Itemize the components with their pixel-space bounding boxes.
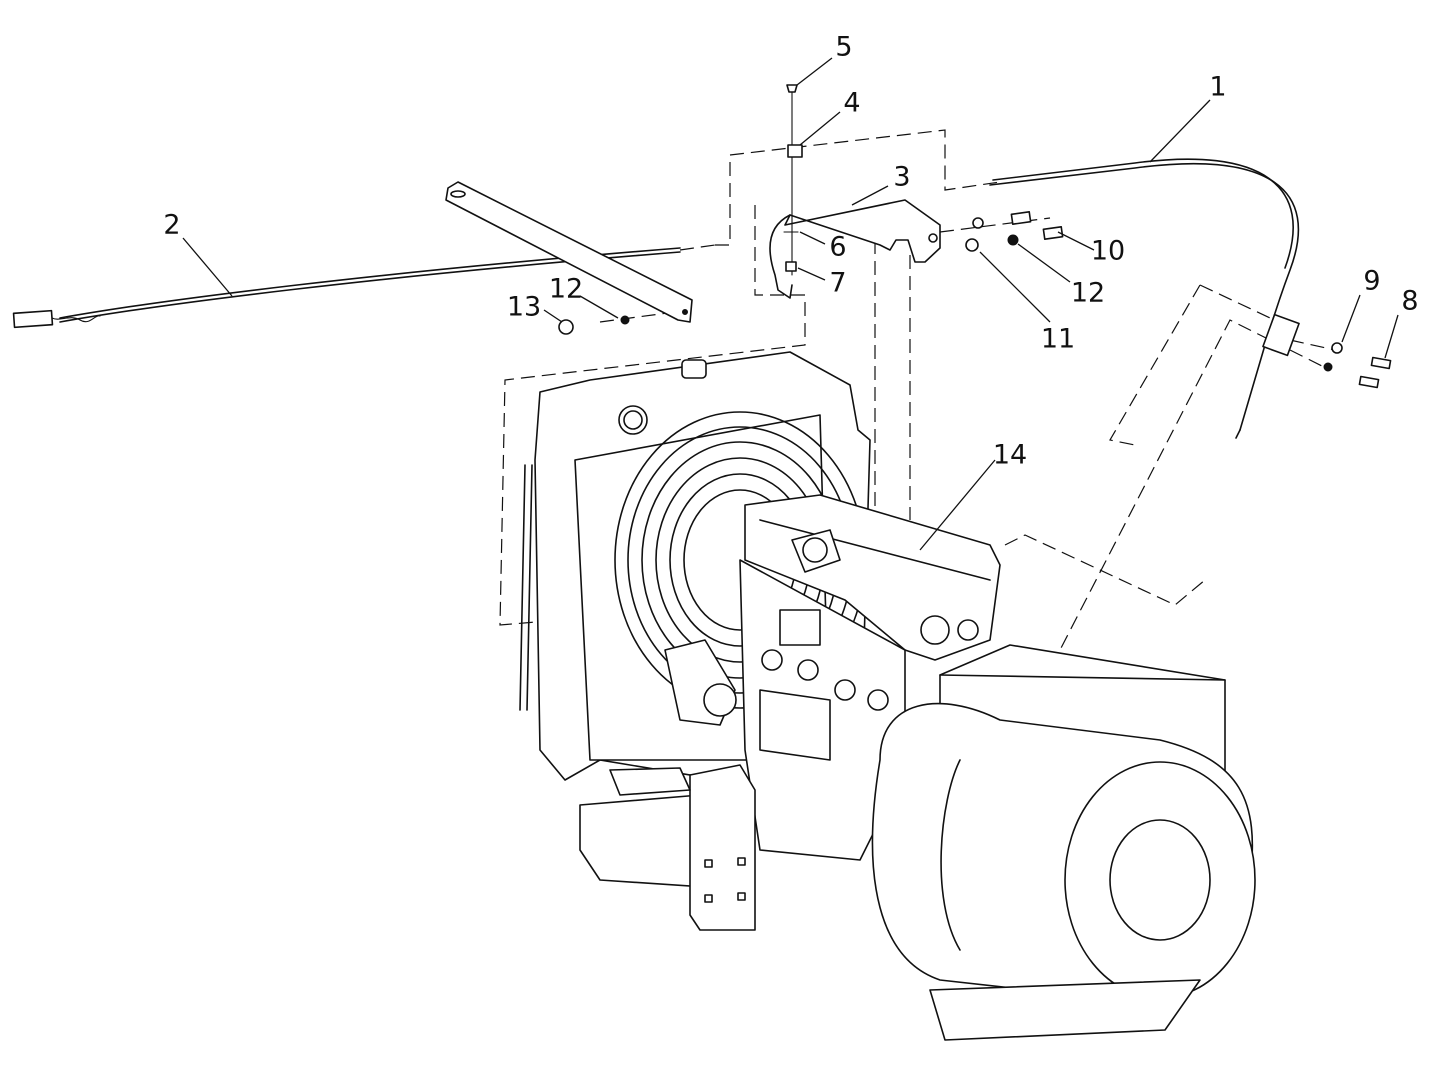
mounting-bracket — [769, 199, 941, 299]
callout-label-5: 5 — [835, 32, 852, 63]
callout-label-7: 7 — [829, 268, 846, 299]
callout-label-1: 1 — [1209, 72, 1226, 103]
fasteners-clip — [1323, 342, 1392, 389]
throttle-cable — [989, 158, 1300, 439]
callout-label-12-right: 12 — [1071, 278, 1105, 309]
callout-label-3: 3 — [893, 162, 910, 193]
stud-stack — [783, 84, 803, 276]
callout-label-4: 4 — [843, 88, 860, 119]
base-frame — [579, 764, 756, 931]
callout-label-10: 10 — [1091, 236, 1125, 267]
engine-block — [664, 494, 1001, 861]
callout-label-9: 9 — [1363, 266, 1380, 297]
callout-label-14: 14 — [993, 440, 1027, 471]
callout-label-11: 11 — [1041, 324, 1075, 355]
fasteners-left — [558, 315, 630, 335]
leader-lines — [182, 57, 1399, 551]
generator — [871, 644, 1256, 1041]
callout-label-2: 2 — [163, 210, 180, 241]
fasteners-right — [965, 210, 1064, 252]
callout-label-12-left: 12 — [549, 274, 583, 305]
callout-labels: 1 2 3 4 5 6 7 8 9 10 11 12 12 13 14 — [163, 32, 1418, 471]
angled-strap — [445, 181, 693, 323]
callout-label-13: 13 — [507, 292, 541, 323]
callout-label-8: 8 — [1401, 286, 1418, 317]
callout-label-6: 6 — [829, 232, 846, 263]
